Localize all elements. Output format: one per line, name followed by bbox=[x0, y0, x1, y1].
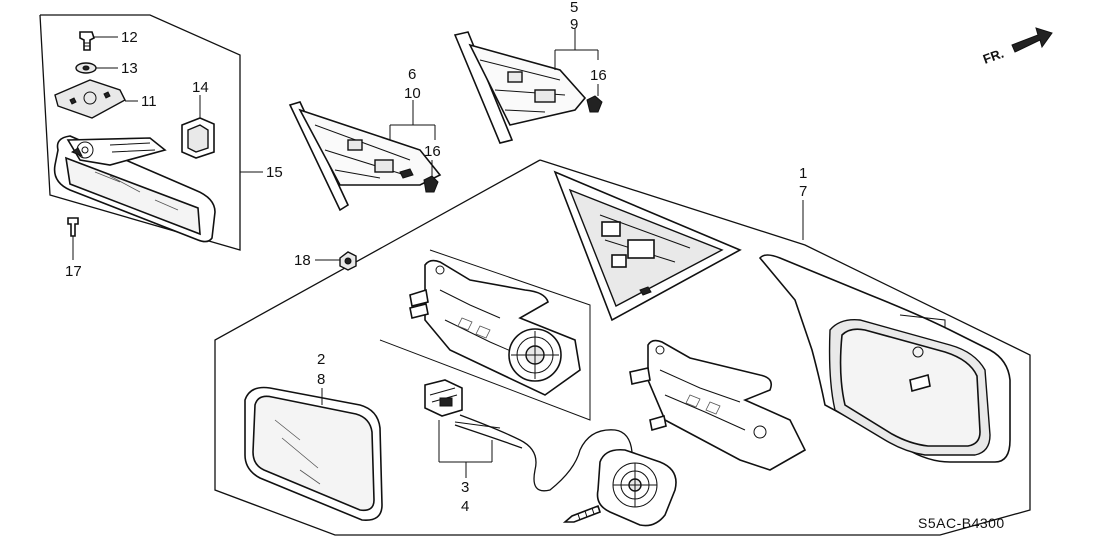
callout-5: 5 bbox=[570, 0, 578, 16]
mirror-motor bbox=[596, 448, 677, 527]
callout-1: 1 bbox=[799, 165, 807, 182]
callout-7: 7 bbox=[799, 183, 807, 200]
connector bbox=[424, 379, 463, 417]
callout-10: 10 bbox=[404, 85, 421, 102]
actuator-subframe bbox=[379, 249, 591, 421]
actuator-bracket-lower bbox=[629, 339, 807, 471]
inner-mirror-group-frame bbox=[39, 14, 241, 251]
clip-16-right bbox=[586, 95, 603, 113]
callout-6: 6 bbox=[408, 66, 416, 83]
front-direction-indicator: FR. bbox=[981, 27, 1053, 67]
callout-14: 14 bbox=[192, 79, 209, 96]
callout-13: 13 bbox=[121, 60, 138, 77]
nut-18 bbox=[339, 251, 357, 271]
frame-outlines bbox=[39, 14, 1031, 536]
screw-actuator bbox=[562, 504, 602, 523]
mirror-inner-cover bbox=[553, 170, 742, 322]
front-direction-label: FR. bbox=[981, 46, 1006, 67]
leader-lines bbox=[72, 28, 804, 478]
screw-17 bbox=[67, 217, 79, 237]
diagram-code: S5AC-B4300 bbox=[918, 515, 1005, 531]
screw-12 bbox=[79, 31, 95, 51]
mirror-housing bbox=[758, 254, 1011, 463]
mirror-mount-plate bbox=[54, 79, 126, 119]
callout-16-left: 16 bbox=[424, 143, 441, 160]
callout-17: 17 bbox=[65, 263, 82, 280]
mirror-glass bbox=[244, 386, 383, 522]
callout-2: 2 bbox=[317, 351, 325, 368]
washer bbox=[75, 62, 97, 74]
rearview-mirror bbox=[53, 135, 216, 243]
callout-12: 12 bbox=[121, 29, 138, 46]
outer-mirror-group-frame bbox=[214, 159, 1031, 536]
garnish-6-10 bbox=[288, 101, 442, 212]
actuator-bracket bbox=[409, 259, 581, 396]
garnish-5-9 bbox=[453, 31, 587, 144]
callout-8: 8 bbox=[317, 371, 325, 388]
callout-16-right: 16 bbox=[590, 67, 607, 84]
callout-3: 3 bbox=[461, 479, 469, 496]
clip-16-left bbox=[423, 175, 439, 193]
callout-15: 15 bbox=[266, 164, 283, 181]
cover-14 bbox=[181, 117, 215, 159]
callout-18: 18 bbox=[294, 252, 311, 269]
motor-harness bbox=[454, 414, 633, 492]
callout-labels: 12 13 11 14 15 17 18 6 10 16 5 9 16 1 7 … bbox=[65, 0, 807, 515]
callout-4: 4 bbox=[461, 498, 469, 515]
callout-11: 11 bbox=[141, 93, 157, 110]
callout-9: 9 bbox=[570, 16, 578, 33]
